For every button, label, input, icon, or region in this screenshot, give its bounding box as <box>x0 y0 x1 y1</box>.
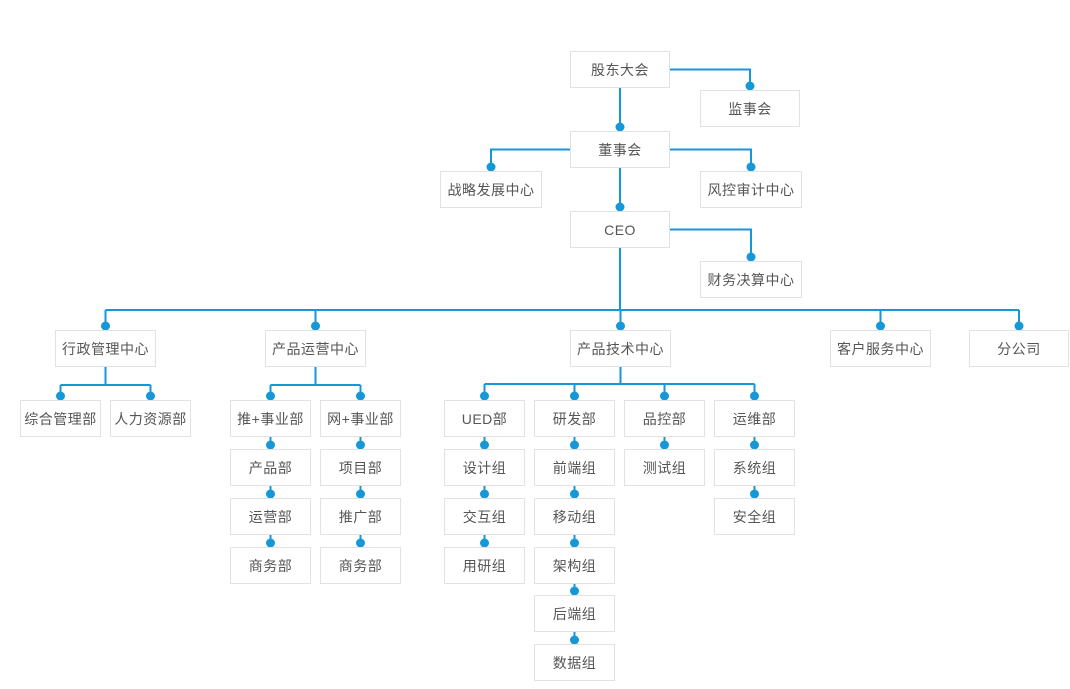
org-node-service: 客户服务中心 <box>830 330 931 367</box>
org-node-general: 综合管理部 <box>20 400 101 437</box>
org-node-product: 产品部 <box>230 449 311 486</box>
org-node-branch: 分公司 <box>969 330 1069 367</box>
org-node-fe: 前端组 <box>534 449 615 486</box>
org-node-rd: 研发部 <box>534 400 615 437</box>
org-node-ued: UED部 <box>444 400 525 437</box>
edge-line <box>490 148 570 171</box>
org-node-sec: 安全组 <box>714 498 795 535</box>
org-node-arch: 架构组 <box>534 547 615 584</box>
org-node-ixd: 交互组 <box>444 498 525 535</box>
org-node-ur: 用研组 <box>444 547 525 584</box>
org-node-tui: 推+事业部 <box>230 400 311 437</box>
org-node-qc: 品控部 <box>624 400 705 437</box>
org-node-datagroup: 数据组 <box>534 644 615 681</box>
org-node-operation: 运营部 <box>230 498 311 535</box>
org-node-design: 设计组 <box>444 449 525 486</box>
edge-line <box>670 148 752 171</box>
edge-line <box>670 228 752 261</box>
org-node-admin: 行政管理中心 <box>55 330 156 367</box>
org-node-board: 董事会 <box>570 131 670 168</box>
org-node-biz2: 商务部 <box>320 547 401 584</box>
org-node-finance: 财务决算中心 <box>700 261 802 298</box>
org-node-ops: 产品运营中心 <box>265 330 366 367</box>
org-node-tech: 产品技术中心 <box>570 330 671 367</box>
org-node-be: 后端组 <box>534 595 615 632</box>
org-node-mobile: 移动组 <box>534 498 615 535</box>
org-node-risk: 风控审计中心 <box>700 171 802 208</box>
org-node-biz1: 商务部 <box>230 547 311 584</box>
org-node-wang: 网+事业部 <box>320 400 401 437</box>
org-node-sys: 系统组 <box>714 449 795 486</box>
org-node-ceo: CEO <box>570 211 670 248</box>
org-node-strategy: 战略发展中心 <box>440 171 542 208</box>
org-node-supervisory: 监事会 <box>700 90 800 127</box>
org-node-promo: 推广部 <box>320 498 401 535</box>
org-node-hr: 人力资源部 <box>110 400 191 437</box>
org-node-test: 测试组 <box>624 449 705 486</box>
org-node-om: 运维部 <box>714 400 795 437</box>
edge-line <box>670 68 751 90</box>
org-node-project: 项目部 <box>320 449 401 486</box>
org-node-shareholders: 股东大会 <box>570 51 670 88</box>
